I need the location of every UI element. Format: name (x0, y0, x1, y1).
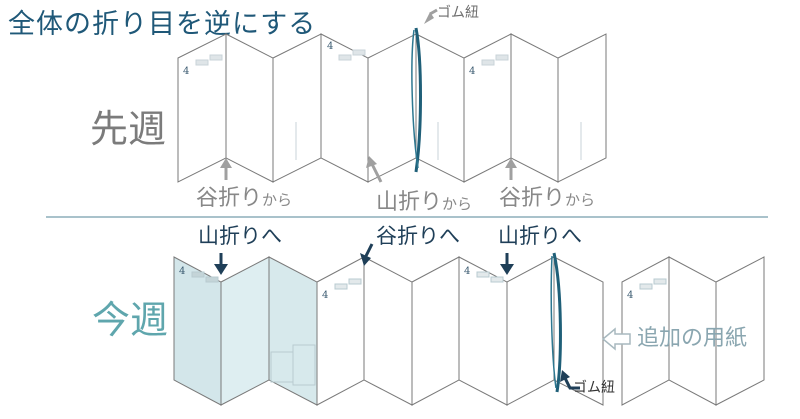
svg-text:4: 4 (327, 41, 333, 52)
page-title: 全体の折り目を逆にする (8, 9, 317, 40)
extra-paper-arrow (601, 327, 631, 351)
svg-text:4: 4 (627, 290, 633, 301)
page-number-marker: 4 (183, 66, 189, 77)
this-week-page-details: 4 4 4 4 (179, 266, 667, 386)
rubber-band-label-top: ゴム紐 (437, 5, 479, 21)
rubber-band-label-bottom: ゴム紐 (573, 380, 615, 396)
svg-text:4: 4 (469, 66, 475, 77)
this-week-note-mountain-2: 山折りへ (498, 224, 582, 248)
last-week-arrows (220, 8, 517, 183)
this-week-label: 今週 (92, 298, 169, 342)
last-week-label: 先週 (90, 107, 167, 151)
last-week-note-valley-1: 谷折りから (196, 186, 293, 211)
svg-text:4: 4 (322, 290, 328, 301)
this-week-note-valley: 谷折りへ (376, 224, 460, 248)
rubber-band-top (414, 27, 422, 173)
this-week-accordion (173, 256, 765, 406)
last-week-accordion (177, 33, 607, 183)
svg-text:4: 4 (464, 266, 470, 277)
last-week-page-details: 4 4 4 (183, 41, 582, 160)
last-week-note-mountain: 山折りから (376, 190, 473, 215)
rubber-band-bottom (552, 252, 562, 393)
this-week-note-mountain-1: 山折りへ (198, 224, 282, 248)
extra-paper-label: 追加の用紙 (637, 326, 748, 351)
this-week-arrows (214, 243, 580, 390)
last-week-note-valley-2: 谷折りから (499, 186, 596, 211)
section-divider (46, 216, 768, 218)
svg-text:4: 4 (179, 266, 185, 277)
